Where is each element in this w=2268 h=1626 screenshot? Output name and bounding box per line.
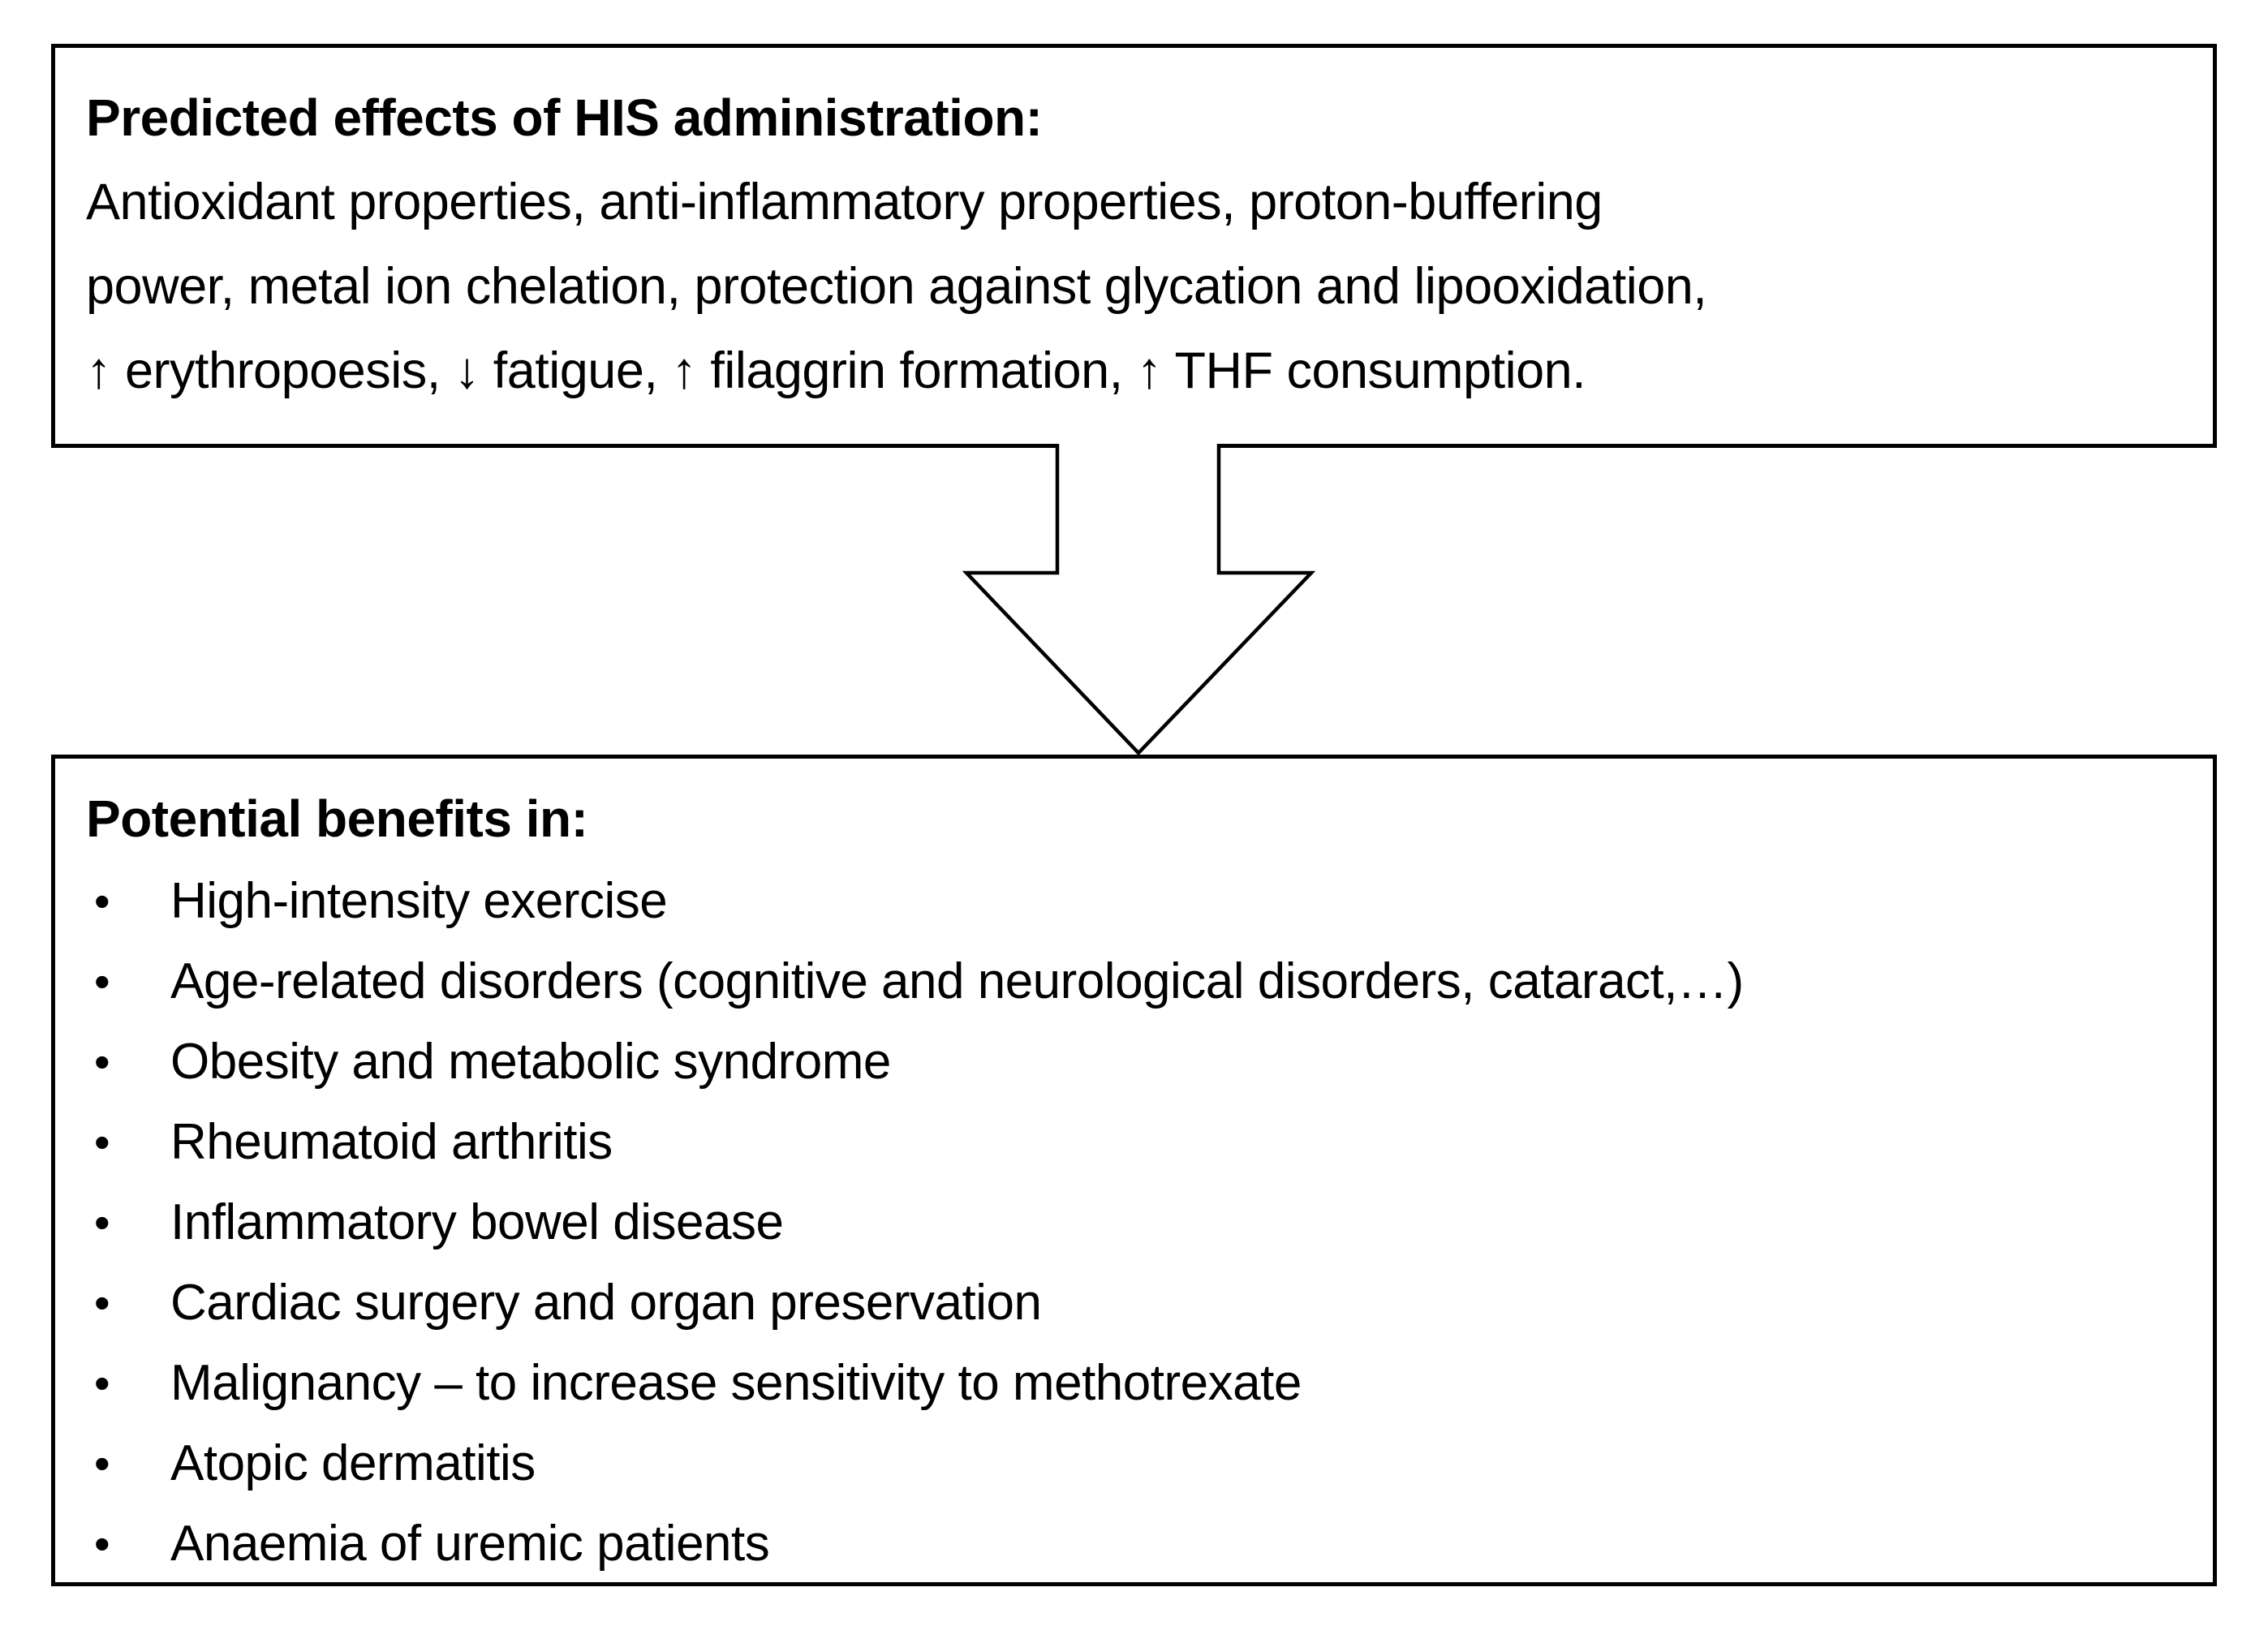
benefit-text: High-intensity exercise: [170, 873, 668, 929]
bullet-dot: •: [94, 956, 110, 1007]
bullet-dot: •: [94, 875, 110, 927]
benefit-item-malignancy-methotrexate: • Malignancy – to increase sensitivity to…: [86, 1343, 2188, 1423]
bullet-dot: •: [94, 1197, 110, 1248]
bullet-dot: •: [94, 1036, 110, 1087]
bullet-dot: •: [94, 1518, 110, 1569]
benefit-item-inflammatory-bowel-disease: • Inflammatory bowel disease: [86, 1182, 2188, 1263]
bullet-dot: •: [94, 1357, 110, 1409]
benefit-item-high-intensity-exercise: • High-intensity exercise: [86, 861, 2188, 941]
benefit-text: Age-related disorders (cognitive and neu…: [170, 953, 1744, 1009]
benefit-item-anaemia-uremic-patients: • Anaemia of uremic patients: [86, 1503, 2188, 1584]
predicted-effects-line-3: ↑ erythropoesis, ↓ fatigue, ↑ filaggrin …: [86, 342, 1586, 399]
predicted-effects-box: Predicted effects of HIS administration:…: [51, 44, 2217, 448]
potential-benefits-box: Potential benefits in: • High-intensity e…: [51, 755, 2217, 1586]
bullet-dot: •: [94, 1116, 110, 1168]
benefits-list: • High-intensity exercise • Age-related di…: [86, 861, 2188, 1584]
benefit-text: Anaemia of uremic patients: [170, 1516, 770, 1572]
predicted-effects-line-1: Antioxidant properties, anti-inflammator…: [86, 174, 1603, 230]
predicted-effects-title: Predicted effects of HIS administration:: [86, 88, 1043, 147]
potential-benefits-title: Potential benefits in:: [86, 789, 588, 848]
benefit-item-atopic-dermatitis: • Atopic dermatitis: [86, 1423, 2188, 1503]
bullet-dot: •: [94, 1438, 110, 1489]
predicted-effects-line-2: power, metal ion chelation, protection a…: [86, 258, 1707, 315]
down-arrow-icon: [962, 444, 1316, 756]
benefit-text: Inflammatory bowel disease: [170, 1194, 784, 1250]
benefit-item-age-related-disorders: • Age-related disorders (cognitive and ne…: [86, 941, 2188, 1022]
benefit-item-obesity-metabolic-syndrome: • Obesity and metabolic syndrome: [86, 1022, 2188, 1102]
benefit-item-rheumatoid-arthritis: • Rheumatoid arthritis: [86, 1102, 2188, 1182]
benefit-text: Rheumatoid arthritis: [170, 1114, 613, 1170]
benefit-text: Atopic dermatitis: [170, 1435, 536, 1491]
bullet-dot: •: [94, 1277, 110, 1328]
benefit-text: Malignancy – to increase sensitivity to …: [170, 1355, 1302, 1411]
benefit-item-cardiac-surgery-organ-preservation: • Cardiac surgery and organ preservation: [86, 1263, 2188, 1343]
benefit-text: Cardiac surgery and organ preservation: [170, 1275, 1042, 1331]
benefit-text: Obesity and metabolic syndrome: [170, 1034, 891, 1090]
